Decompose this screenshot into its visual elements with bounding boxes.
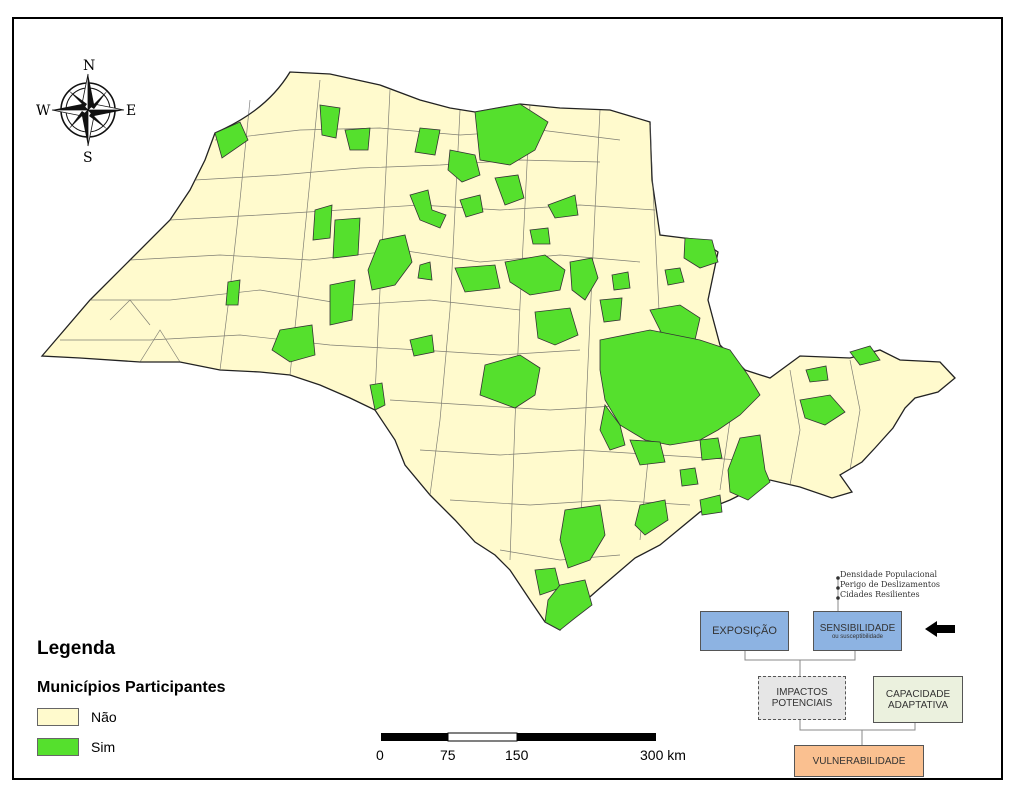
scale-label-75: 75 bbox=[440, 747, 456, 763]
participant-municipalities bbox=[214, 103, 881, 631]
compass-e: E bbox=[126, 103, 136, 119]
diagram-note-landslide: Perigo de Deslizamentos bbox=[840, 580, 940, 589]
pointer-arrow bbox=[925, 621, 955, 637]
compass-s: S bbox=[83, 150, 93, 166]
legend-label-sim: Sim bbox=[91, 739, 116, 755]
legend-title: Legenda bbox=[37, 638, 116, 659]
box-capacidade: CAPACIDADE ADAPTATIVA bbox=[873, 676, 963, 723]
legend-subtitle: Municípios Participantes bbox=[37, 679, 226, 696]
box-impactos: IMPACTOS POTENCIAIS bbox=[758, 676, 846, 720]
legend-swatch-nao bbox=[37, 708, 79, 726]
box-sensibilidade: SENSIBILIDADE ou susceptibilidade bbox=[813, 611, 902, 651]
scale-label-150: 150 bbox=[505, 747, 529, 763]
legend-item-nao: Não bbox=[37, 708, 117, 726]
box-exposicao: EXPOSIÇÃO bbox=[700, 611, 789, 651]
box-vulnerabilidade: VULNERABILIDADE bbox=[794, 745, 924, 777]
box-vulnerabilidade-label: VULNERABILIDADE bbox=[812, 755, 906, 767]
diagram-note-density: Densidade Populacional bbox=[840, 570, 938, 579]
scale-label-300: 300 km bbox=[640, 747, 686, 763]
legend-swatch-sim bbox=[37, 738, 79, 756]
compass-rose: N S E W bbox=[36, 58, 136, 166]
box-capacidade-label: CAPACIDADE ADAPTATIVA bbox=[885, 688, 951, 711]
compass-w: W bbox=[36, 103, 51, 119]
compass-n: N bbox=[83, 58, 95, 74]
state-outline bbox=[40, 71, 956, 631]
legend-label-nao: Não bbox=[91, 709, 117, 725]
diagram-note-resilient: Cidades Resilientes bbox=[840, 590, 920, 599]
scale-bar bbox=[381, 732, 656, 742]
box-exposicao-label: EXPOSIÇÃO bbox=[712, 625, 777, 637]
scale-label-0: 0 bbox=[376, 747, 384, 763]
diagram-note-dots bbox=[836, 576, 840, 600]
legend-item-sim: Sim bbox=[37, 738, 115, 756]
box-sensibilidade-label: SENSIBILIDADE bbox=[819, 622, 896, 634]
diagram-connectors bbox=[744, 578, 916, 745]
box-sensibilidade-sub: ou susceptibilidade bbox=[831, 633, 884, 640]
box-impactos-label: IMPACTOS POTENCIAIS bbox=[771, 687, 833, 709]
